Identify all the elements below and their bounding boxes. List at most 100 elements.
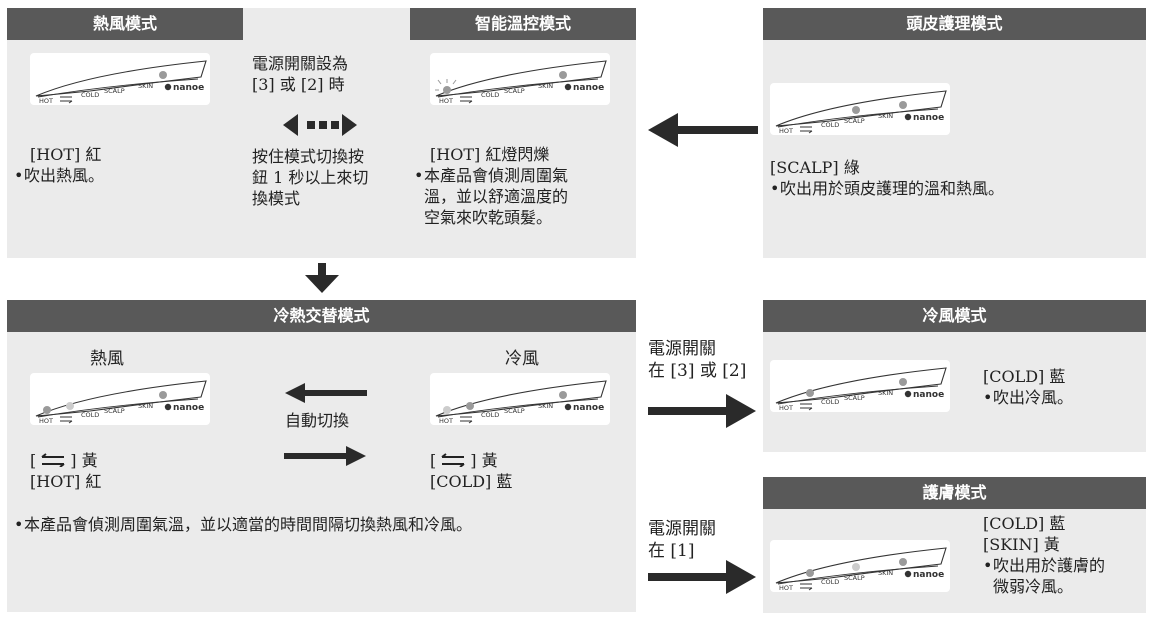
indicator-light	[443, 86, 451, 94]
arrow-left-small-icon	[285, 383, 367, 403]
alt-mode-bullet-text: 本產品會偵測周圍氣溫，並以適當的時間間隔切換熱風和冷風。	[24, 515, 473, 534]
cold-mode-bullet-text: 吹出冷風。	[993, 388, 1074, 407]
smart-mode-indicator: [HOT] 紅燈閃爍	[430, 145, 550, 164]
smart-mode-bullet-line2: 溫，並以舒適溫度的	[424, 187, 569, 206]
indicator-light	[559, 71, 567, 79]
panel-label-brand: nanoe	[573, 83, 604, 93]
alt-right-bracket-open: [	[430, 451, 437, 470]
alt-hot-label: 熱風	[90, 349, 124, 369]
panel-label-brand: nanoe	[573, 403, 604, 413]
panel-label-scalp: SCALP	[104, 87, 125, 95]
skin-mode-bullet-line2: 微弱冷風。	[993, 577, 1074, 596]
arrow-down-icon	[305, 263, 339, 293]
hot-mode-box	[7, 8, 243, 258]
indicator-light	[159, 391, 167, 399]
panel-label-brand: nanoe	[913, 390, 944, 400]
panel-label-skin: SKIN	[878, 389, 893, 397]
arrow-right-icon	[648, 394, 756, 428]
panel-label-scalp: SCALP	[844, 574, 865, 582]
smart-mode-bullet-line3: 空氣來吹乾頭髮。	[424, 208, 553, 227]
indicator-light	[899, 558, 907, 566]
switch-note-hold-3: 換模式	[252, 189, 301, 208]
hot-mode-title: 熱風模式	[7, 8, 243, 40]
panel-label-scalp: SCALP	[844, 117, 865, 125]
arrow-left-icon	[648, 113, 758, 147]
switch-note-hold-2: 鈕 1 秒以上來切	[252, 168, 369, 187]
panel-label-hot: HOT	[779, 404, 793, 412]
alt-left-bracket-close: ] 黃	[70, 451, 98, 470]
panel-label-cold: COLD	[481, 411, 499, 419]
panel-label-scalp: SCALP	[504, 87, 525, 95]
indicator-light	[159, 71, 167, 79]
indicator-light	[806, 389, 814, 397]
arrow-right-icon	[648, 560, 756, 594]
indicator-light	[443, 406, 451, 414]
alt-left-indicator-line1: [ ] 黃	[30, 450, 98, 471]
panel-label-skin: SKIN	[878, 112, 893, 120]
panel-label-scalp: SCALP	[504, 407, 525, 415]
alt-right-indicator-line2: [COLD] 藍	[430, 472, 513, 491]
panel-label-brand: nanoe	[173, 403, 204, 413]
panel-label-hot: HOT	[779, 127, 793, 135]
indicator-panel-alt-hot: HOT COLD SCALP SKIN nanoe	[30, 373, 210, 425]
panel-label-hot: HOT	[39, 417, 53, 425]
smart-mode-title: 智能溫控模式	[410, 8, 636, 40]
arrow-right-small-icon	[284, 446, 366, 466]
panel-label-skin: SKIN	[538, 82, 553, 90]
alt-mode-title: 冷熱交替模式	[7, 300, 636, 332]
indicator-light	[43, 406, 51, 414]
panel-label-hot: HOT	[439, 417, 453, 425]
indicator-light	[806, 569, 814, 577]
cycle-arrows-icon	[41, 453, 65, 468]
scalp-mode-title: 頭皮護理模式	[763, 8, 1146, 40]
power-a-line1: 電源開關	[648, 339, 716, 359]
power-b-line1: 電源開關	[648, 519, 716, 539]
skin-mode-title: 護膚模式	[763, 477, 1146, 509]
panel-label-brand: nanoe	[913, 113, 944, 123]
alt-left-bracket-open: [	[30, 451, 37, 470]
power-a-line2: 在 [3] 或 [2]	[648, 361, 747, 381]
skin-mode-bullet-line1: 吹出用於護膚的	[993, 556, 1106, 575]
cycle-arrows-icon	[441, 453, 465, 468]
alt-auto-switch: 自動切換	[285, 411, 350, 430]
switch-note-line2: [3] 或 [2] 時	[252, 75, 345, 94]
indicator-panel-skin-mode: HOT COLD SCALP SKIN nanoe	[770, 540, 950, 592]
scalp-mode-indicator: [SCALP] 綠	[770, 158, 860, 177]
panel-label-cold: COLD	[821, 578, 839, 586]
alt-right-indicator-line1: [ ] 黃	[430, 450, 498, 471]
skin-mode-indicator-2: [SKIN] 黃	[983, 535, 1060, 554]
double-arrow-icon	[283, 114, 357, 136]
scalp-mode-bullet-text: 吹出用於頭皮護理的溫和熱風。	[780, 179, 1005, 198]
indicator-light	[66, 402, 74, 410]
panel-label-skin: SKIN	[138, 402, 153, 410]
panel-label-scalp: SCALP	[844, 394, 865, 402]
indicator-light	[852, 563, 860, 571]
cold-mode-title: 冷風模式	[763, 300, 1146, 332]
switch-note-box	[243, 8, 410, 258]
indicator-light	[899, 378, 907, 386]
panel-label-hot: HOT	[779, 584, 793, 592]
panel-label-brand: nanoe	[173, 83, 204, 93]
panel-label-scalp: SCALP	[104, 407, 125, 415]
hot-mode-indicator: [HOT] 紅	[30, 145, 102, 164]
smart-mode-bullet-line1: 本產品會偵測周圍氣	[424, 166, 569, 185]
panel-label-skin: SKIN	[878, 569, 893, 577]
panel-label-skin: SKIN	[138, 82, 153, 90]
alt-right-bracket-close: ] 黃	[470, 451, 498, 470]
panel-label-cold: COLD	[81, 411, 99, 419]
panel-label-hot: HOT	[39, 97, 53, 105]
hair-dryer-panel-icon: HOT COLD SCALP SKIN nanoe	[35, 380, 207, 425]
panel-label-cold: COLD	[481, 91, 499, 99]
panel-label-brand: nanoe	[913, 570, 944, 580]
switch-note-line1: 電源開關設為	[252, 54, 349, 73]
skin-mode-indicator-1: [COLD] 藍	[983, 514, 1066, 533]
cold-mode-indicator: [COLD] 藍	[983, 367, 1066, 386]
hair-dryer-panel-icon: HOT COLD SCALP SKIN nanoe	[775, 547, 947, 592]
